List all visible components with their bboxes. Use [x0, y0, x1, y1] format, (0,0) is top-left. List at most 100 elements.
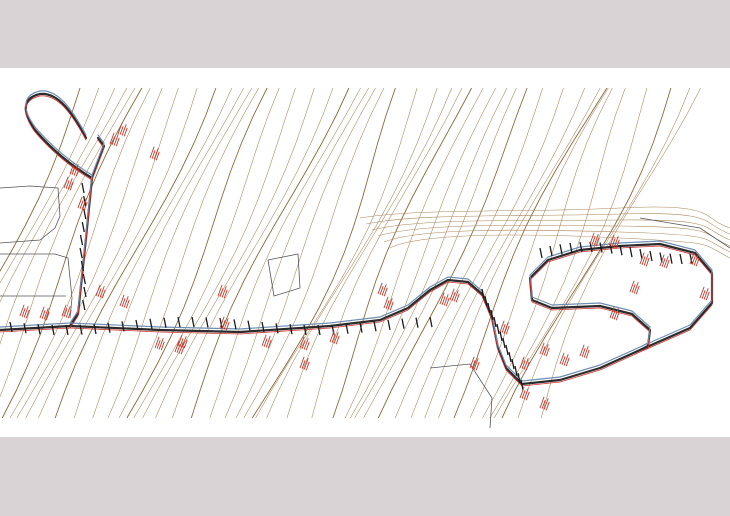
station-tick — [121, 321, 125, 332]
label-text-line — [69, 162, 75, 175]
station-label — [95, 284, 106, 299]
label-text-line — [115, 137, 120, 147]
station-tick — [484, 295, 488, 307]
label-text-line — [183, 339, 188, 349]
station-label — [149, 146, 160, 161]
label-text-line — [83, 201, 88, 211]
contour-line — [389, 234, 730, 259]
station-label — [261, 334, 272, 349]
label-text-line — [541, 400, 546, 409]
station-labels — [19, 122, 710, 411]
label-text-line — [111, 136, 116, 145]
label-text-line — [333, 332, 339, 344]
label-text-line — [559, 352, 565, 365]
station-tick — [107, 322, 111, 333]
label-text-line — [565, 357, 570, 367]
label-text-line — [75, 167, 80, 177]
station-tick — [569, 242, 573, 254]
contour-line — [1, 87, 143, 419]
label-text-line — [383, 296, 389, 309]
station-tick — [679, 253, 683, 265]
label-text-line — [225, 321, 230, 331]
station-label — [117, 122, 128, 137]
label-text-line — [223, 318, 229, 330]
station-tick — [520, 379, 524, 391]
site-outlines — [0, 185, 730, 429]
label-text-line — [545, 347, 550, 357]
station-tick — [82, 273, 86, 285]
label-text-line — [703, 288, 709, 300]
contour-line — [311, 87, 463, 419]
label-text-line — [663, 256, 669, 268]
label-text-line — [123, 296, 129, 308]
label-text-line — [176, 344, 181, 353]
station-tick — [629, 247, 633, 258]
label-text-line — [61, 304, 67, 317]
label-text-line — [77, 196, 83, 209]
contour-line — [359, 206, 730, 229]
label-text-line — [25, 309, 30, 319]
station-label — [559, 352, 570, 367]
label-text-line — [609, 306, 615, 319]
station-label — [329, 330, 340, 345]
label-text-line — [263, 338, 268, 347]
station-label — [579, 344, 590, 359]
station-label — [109, 132, 120, 147]
station-label — [61, 304, 72, 319]
label-text-line — [521, 390, 526, 399]
label-text-line — [180, 345, 185, 355]
label-text-line — [475, 361, 480, 371]
contour-line — [0, 87, 100, 284]
station-tick — [233, 319, 237, 330]
station-label — [174, 340, 185, 355]
label-text-line — [613, 236, 619, 248]
label-text-line — [267, 339, 272, 349]
station-tick — [81, 182, 85, 194]
station-tick — [559, 244, 563, 255]
label-text-line — [689, 252, 695, 265]
station-tick — [508, 351, 512, 363]
contour-line — [133, 87, 280, 419]
label-text-line — [125, 299, 130, 309]
label-text-line — [121, 124, 127, 136]
label-text-line — [99, 286, 105, 298]
station-label — [177, 334, 188, 349]
station-tick — [373, 321, 377, 332]
station-tick — [37, 324, 41, 335]
contour-line — [9, 87, 151, 419]
station-tick — [345, 323, 349, 334]
label-text-line — [155, 151, 160, 161]
station-markers — [9, 182, 693, 391]
station-tick — [619, 245, 623, 256]
station-tick — [163, 317, 167, 328]
label-text-line — [539, 396, 545, 409]
label-text-line — [109, 132, 115, 145]
label-text-line — [661, 258, 666, 267]
station-tick — [579, 242, 583, 253]
label-text-line — [633, 282, 639, 294]
contour-line — [410, 87, 564, 419]
label-text-line — [301, 340, 306, 349]
label-text-line — [67, 178, 73, 190]
label-text-line — [523, 358, 529, 370]
label-text-line — [593, 234, 599, 246]
road-centerline — [0, 95, 713, 387]
contour-line — [172, 87, 334, 419]
station-tick — [80, 260, 85, 272]
station-tick — [83, 286, 87, 298]
contour-line — [54, 87, 217, 419]
label-text-line — [305, 341, 310, 351]
station-tick — [511, 358, 515, 370]
contour-line — [501, 87, 672, 419]
station-tick — [82, 299, 86, 311]
station-tick — [481, 288, 485, 300]
label-text-line — [579, 344, 585, 357]
label-text-line — [219, 288, 224, 297]
contour-line — [16, 87, 163, 419]
label-text-line — [519, 356, 525, 369]
contour-line — [350, 87, 496, 419]
label-text-line — [635, 285, 640, 295]
station-tick — [83, 195, 87, 207]
label-text-line — [69, 181, 74, 191]
label-text-line — [695, 257, 700, 267]
